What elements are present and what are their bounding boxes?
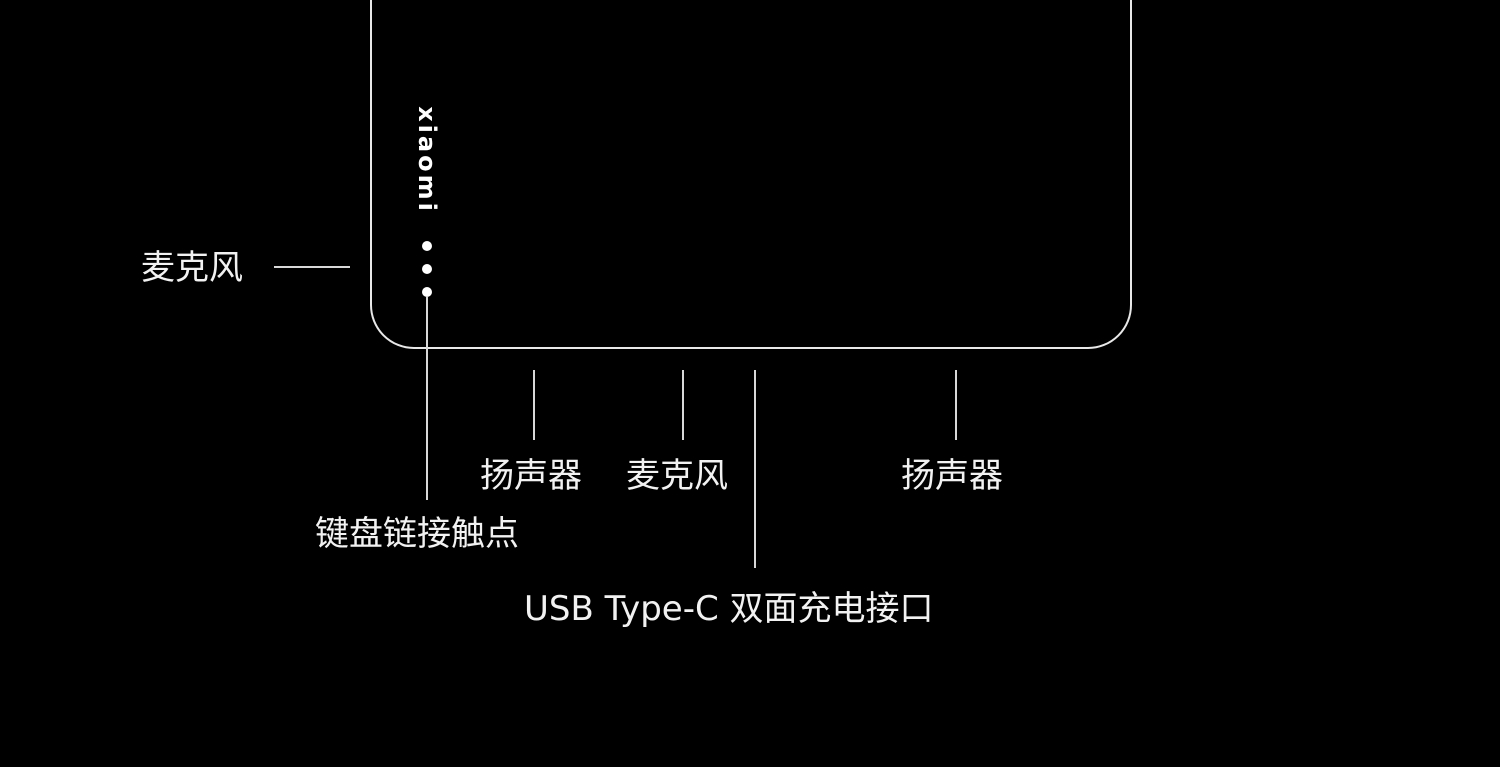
usb-port-label: USB Type-C 双面充电接口	[524, 589, 934, 629]
brand-logo: xiaomi	[413, 106, 441, 214]
speaker-right-leader-line	[955, 370, 957, 440]
speaker-left-label: 扬声器	[480, 456, 582, 496]
usb-leader-line	[754, 370, 756, 568]
mic-bottom-label: 麦克风	[626, 456, 728, 496]
keyboard-contact-dot-2	[422, 264, 432, 274]
mic-side-label: 麦克风	[141, 248, 243, 288]
keyboard-contact-dot-3	[422, 287, 432, 297]
mic-side-leader-line	[274, 266, 350, 268]
keyboard-contacts-label: 键盘链接触点	[315, 514, 519, 554]
speaker-left-leader-line	[533, 370, 535, 440]
keyboard-contact-dot-1	[422, 241, 432, 251]
mic-bottom-leader-line	[682, 370, 684, 440]
speaker-right-label: 扬声器	[901, 456, 1003, 496]
keyboard-contacts-leader-line	[426, 297, 428, 500]
tablet-outline	[370, 0, 1132, 349]
